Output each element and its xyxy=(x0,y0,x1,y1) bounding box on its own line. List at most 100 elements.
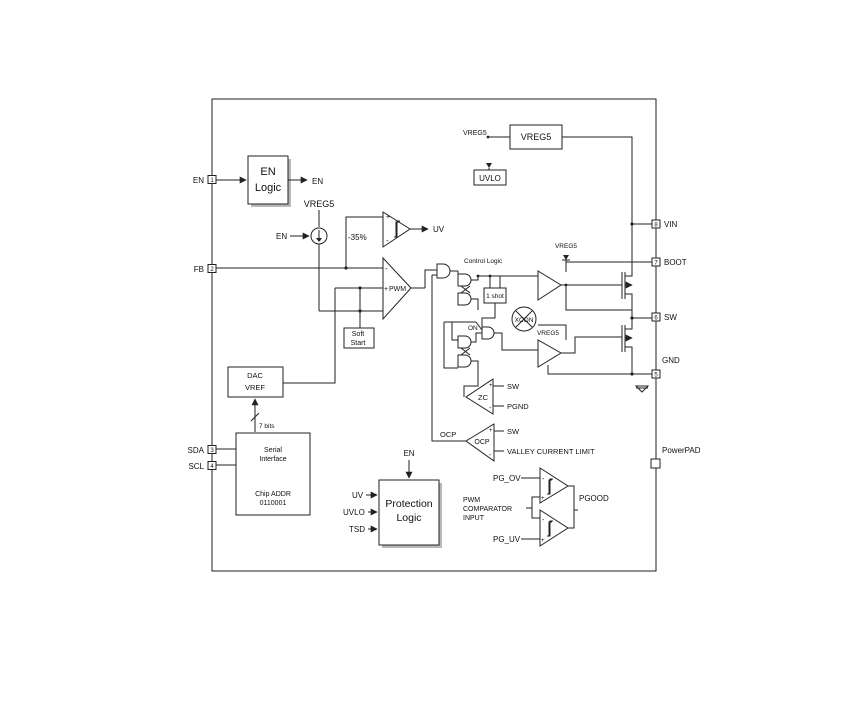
svg-text:OCP: OCP xyxy=(474,439,490,446)
vreg5-box-label: VREG5 xyxy=(521,132,552,142)
pgood-label: PGOOD xyxy=(579,494,609,503)
svg-text:PWM: PWM xyxy=(389,286,406,293)
svg-text:SCL: SCL xyxy=(188,462,204,471)
en-logic-out-label: EN xyxy=(312,177,323,186)
vref-label: VREF xyxy=(245,383,265,392)
svg-text:+: + xyxy=(489,383,493,389)
dac-box xyxy=(227,366,284,398)
svg-text:BOOT: BOOT xyxy=(664,258,687,267)
svg-text:Logic: Logic xyxy=(255,182,282,194)
vreg5-src-label: VREG5 xyxy=(304,199,335,209)
ocp-left-label: OCP xyxy=(440,430,456,439)
vreg5-top-label: VREG5 xyxy=(555,243,577,250)
pwm-comp-input-label-1: PWM xyxy=(463,497,480,504)
and-gate-1 xyxy=(436,263,451,279)
pg-uv-label: PG_UV xyxy=(493,535,521,544)
svg-text:6: 6 xyxy=(654,316,658,322)
svg-text:8: 8 xyxy=(654,223,658,229)
svg-text:GND: GND xyxy=(662,356,680,365)
svg-text:EN: EN xyxy=(260,166,275,178)
svg-text:5: 5 xyxy=(654,373,658,379)
bits-label: 7 bits xyxy=(259,423,275,430)
ocp-sw-label: SW xyxy=(507,427,520,436)
svg-text:SW: SW xyxy=(664,313,677,322)
zc-pgnd-label: PGND xyxy=(507,402,529,411)
protection-uvlo-label: UVLO xyxy=(343,508,365,517)
one-shot-label: 1 shot xyxy=(486,293,504,300)
latch-upper xyxy=(457,273,472,306)
control-logic-label: Control Logic xyxy=(464,258,503,265)
vreg5-in-label: VREG5 xyxy=(463,130,487,137)
svg-text:+: + xyxy=(489,428,493,434)
uvlo-box xyxy=(473,169,507,186)
serial-interface-box xyxy=(235,432,311,516)
pin-powerpad: PowerPAD xyxy=(650,446,701,469)
vreg5-mid-label: VREG5 xyxy=(537,330,559,337)
wire-vin xyxy=(562,136,652,225)
svg-text:Logic: Logic xyxy=(396,512,421,524)
protection-tsd-label: TSD xyxy=(349,525,365,534)
ocp-comparator: OCP + - xyxy=(465,423,495,462)
protection-logic-block: Protection Logic xyxy=(378,479,442,548)
svg-text:-: - xyxy=(542,476,545,483)
pg-ov-label: PG_OV xyxy=(493,474,521,483)
svg-text:-: - xyxy=(385,264,388,273)
svg-text:+: + xyxy=(384,286,388,293)
uv-comparator: + - xyxy=(382,211,411,248)
pin-en: 1 EN xyxy=(193,175,217,185)
soft-start-box xyxy=(343,327,375,349)
svg-text:PowerPAD: PowerPAD xyxy=(662,446,701,455)
chip-addr-label: Chip ADDR xyxy=(255,491,291,498)
svg-text:3: 3 xyxy=(210,448,214,454)
minus35-label: -35% xyxy=(348,233,367,242)
svg-text:4: 4 xyxy=(210,464,214,470)
svg-text:Protection: Protection xyxy=(385,498,432,510)
svg-text:-: - xyxy=(489,405,492,412)
svg-text:+: + xyxy=(541,538,545,544)
soft-start-label-1: Soft xyxy=(352,331,365,338)
dac-label: DAC xyxy=(247,371,263,380)
svg-text:ZC: ZC xyxy=(478,393,489,402)
pg-ov-comparator: - + xyxy=(539,467,569,504)
low-side-fet xyxy=(621,318,633,374)
ground-symbol xyxy=(634,385,650,393)
on-label: ON xyxy=(468,325,478,332)
svg-text:2: 2 xyxy=(210,267,214,273)
low-side-driver xyxy=(537,339,562,368)
valley-current-limit-label: VALLEY CURRENT LIMIT xyxy=(507,447,595,456)
serial-label: Serial xyxy=(264,447,282,454)
zc-sw-label: SW xyxy=(507,382,520,391)
svg-text:EN: EN xyxy=(193,176,204,185)
pin-boot: 7 BOOT xyxy=(651,257,687,267)
svg-text:+: + xyxy=(386,214,390,221)
protection-uv-label: UV xyxy=(352,491,364,500)
pg-uv-comparator: - + xyxy=(539,509,569,547)
pin-scl: 4 SCL xyxy=(188,461,217,471)
pin-sda: 3 SDA xyxy=(188,445,217,455)
pwm-comp-input-label-2: COMPARATOR xyxy=(463,506,512,513)
zc-comparator: ZC + - xyxy=(465,378,494,415)
svg-text:7: 7 xyxy=(654,261,658,267)
pin-fb: 2 FB xyxy=(194,264,217,274)
xcon-label: XCON xyxy=(515,317,534,324)
soft-start-label-2: Start xyxy=(351,340,366,347)
pin-sw: 6 SW xyxy=(651,312,677,322)
pin-vin: 8 VIN xyxy=(651,219,678,229)
svg-text:1: 1 xyxy=(210,178,214,184)
uvlo-label: UVLO xyxy=(479,174,501,183)
svg-text:FB: FB xyxy=(194,265,204,274)
svg-text:-: - xyxy=(386,236,389,245)
pwm-comp-input-label-3: INPUT xyxy=(463,515,485,522)
high-side-driver xyxy=(537,270,562,301)
uv-out-label: UV xyxy=(433,225,445,234)
interface-label: Interface xyxy=(259,456,286,463)
latch-lower xyxy=(457,335,472,368)
en-logic-block: EN Logic xyxy=(247,155,291,207)
high-side-fet xyxy=(621,224,633,318)
chip-addr-value: 0110001 xyxy=(260,500,287,507)
svg-text:SDA: SDA xyxy=(188,446,205,455)
and-gate-on xyxy=(481,326,495,340)
svg-text:-: - xyxy=(489,452,492,459)
svg-text:-: - xyxy=(542,517,545,524)
